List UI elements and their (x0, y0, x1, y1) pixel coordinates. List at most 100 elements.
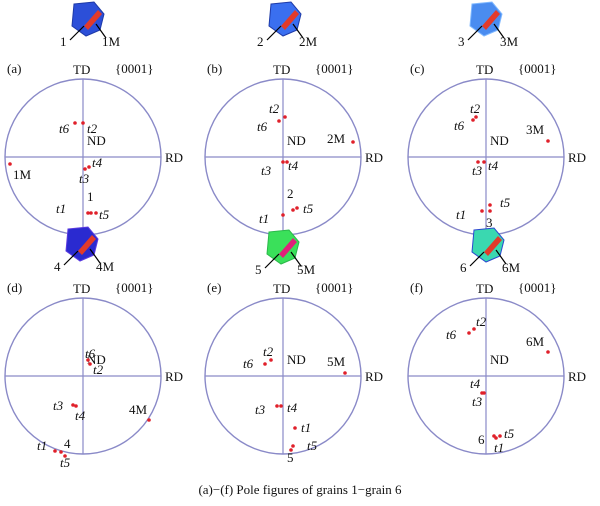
pole-label: 5M (327, 354, 346, 369)
pole-point (488, 209, 492, 213)
pole-point (482, 160, 486, 164)
pole-label: t5 (60, 455, 71, 470)
pole-point (281, 160, 285, 164)
pole-label: t3 (472, 394, 483, 409)
pole-label: t6 (59, 121, 70, 136)
pole-point (474, 115, 478, 119)
pole-point (480, 391, 484, 395)
pole-label: 6M (526, 334, 545, 349)
pole-label: t3 (472, 163, 483, 178)
pole-point (291, 208, 295, 212)
leader-line (493, 23, 505, 39)
pole-point (476, 160, 480, 164)
pole-point (281, 213, 285, 217)
panel-id-label: (a) (7, 61, 21, 76)
pole-point (73, 121, 77, 125)
pole-point (277, 119, 281, 123)
pole-point (88, 362, 92, 366)
pole-label: t3 (255, 402, 266, 417)
plane-label: {0001} (315, 61, 353, 76)
pole-label: 3 (486, 215, 493, 230)
pole-label: t1 (56, 201, 66, 216)
pole-label: t1 (494, 440, 504, 455)
pole-point (488, 203, 492, 207)
rd-label: RD (165, 150, 183, 165)
nd-label: ND (287, 133, 306, 148)
twin-band-region (84, 10, 102, 30)
pole-label: t4 (92, 155, 103, 170)
pole-label: t4 (287, 400, 298, 415)
td-label: TD (273, 62, 290, 77)
grain-parent-region (268, 1, 302, 37)
twin-band-region (281, 10, 299, 30)
pole-point (94, 211, 98, 215)
pole-point (86, 358, 90, 362)
pole-point (293, 426, 297, 430)
td-label: TD (73, 281, 90, 296)
grain-parent-label: 1 (60, 34, 67, 49)
pole-label: 1 (87, 189, 94, 204)
leader-line (290, 251, 302, 267)
pole-label: t2 (87, 121, 98, 136)
pole-point (494, 436, 498, 440)
plane-label: {0001} (518, 61, 556, 76)
pole-label: t5 (307, 438, 318, 453)
pole-point (63, 454, 67, 458)
pole-label: 1M (13, 167, 32, 182)
pole-point (83, 167, 87, 171)
pole-point (546, 139, 550, 143)
pole-label: t5 (504, 426, 515, 441)
panel-id-label: (e) (207, 280, 221, 295)
grain-parent-region (469, 1, 503, 37)
pole-point (71, 403, 75, 407)
td-label: TD (73, 62, 90, 77)
pole-point (546, 350, 550, 354)
grain-parent-label: 2 (257, 34, 264, 49)
twin-band-region (78, 235, 96, 255)
grain-twin-label: 4M (96, 259, 115, 274)
pole-point (283, 115, 287, 119)
nd-label: ND (490, 133, 509, 148)
nd-label: ND (287, 352, 306, 367)
pole-point (289, 448, 293, 452)
pole-point (480, 209, 484, 213)
grain-parent-region (71, 1, 105, 37)
pole-label: t2 (470, 101, 481, 116)
pole-point (295, 206, 299, 210)
pole-label: t4 (75, 408, 86, 423)
leader-line (266, 25, 282, 41)
figure-caption: (a)−(f) Pole figures of grains 1−grain 6 (198, 482, 402, 497)
pole-label: 5 (287, 450, 294, 465)
leader-line (69, 25, 85, 41)
grain-parent-label: 4 (54, 259, 61, 274)
grain-parent-region (471, 227, 505, 263)
grain-twin-label: 2M (299, 34, 318, 49)
panel-id-label: (f) (410, 280, 423, 295)
leader-line (63, 250, 79, 266)
nd-label: ND (87, 133, 106, 148)
pole-point (351, 140, 355, 144)
panel-id-label: (d) (7, 280, 22, 295)
pole-label: t6 (446, 327, 457, 342)
rd-label: RD (568, 369, 586, 384)
pole-point (263, 362, 267, 366)
pole-label: 4 (64, 436, 71, 451)
twin-band-region (482, 10, 500, 30)
pole-label: t5 (500, 195, 511, 210)
grain-parent-region (65, 226, 99, 262)
rd-label: RD (568, 150, 586, 165)
pole-point (285, 160, 289, 164)
leader-line (495, 249, 507, 265)
pole-label: t6 (257, 119, 268, 134)
leader-line (469, 251, 485, 267)
plane-label: {0001} (115, 61, 153, 76)
pole-point (87, 165, 91, 169)
pole-point (8, 162, 12, 166)
grain-twin-label: 5M (297, 262, 316, 277)
rd-label: RD (365, 150, 383, 165)
